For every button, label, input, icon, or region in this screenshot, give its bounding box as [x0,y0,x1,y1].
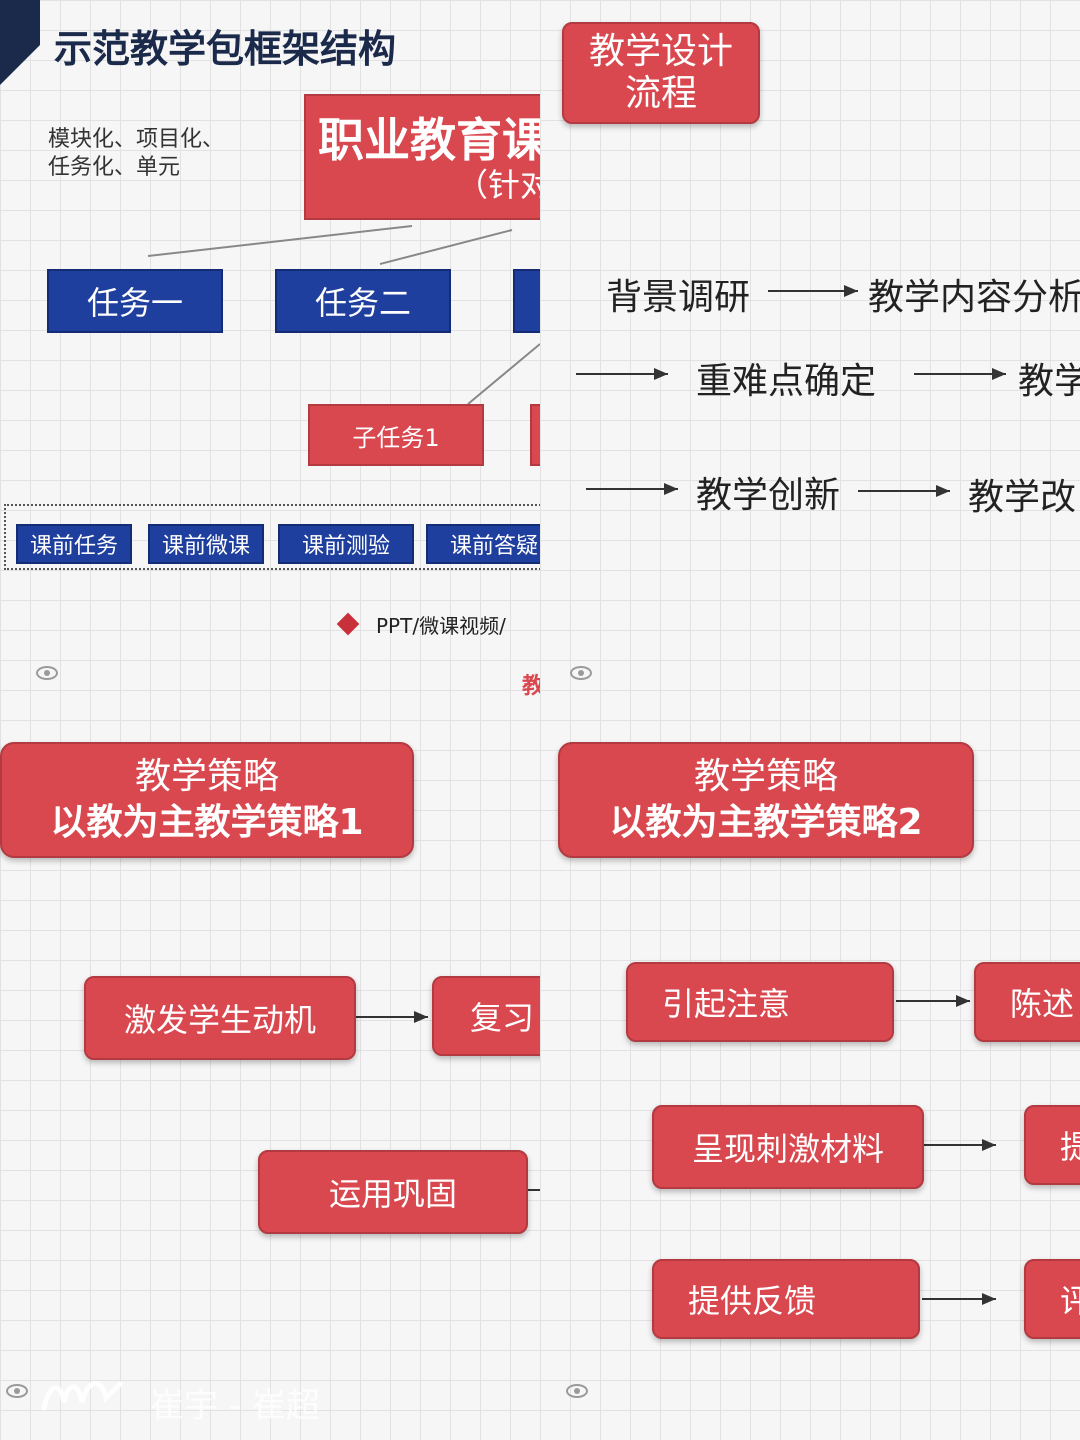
connector-line [467,343,540,405]
connector-line [379,229,513,265]
present-stimulus-box[interactable]: 呈现刺激材料 [652,1105,924,1189]
apply-consolidate-box[interactable]: 运用巩固 [258,1150,528,1234]
slide-view-icon[interactable] [570,666,592,680]
strategy-header-box: 教学策略 以教为主教学策略2 [558,742,974,858]
pre-class-task-box[interactable]: 课前任务 [16,524,132,564]
subtask-one-box[interactable]: 子任务1 [308,404,484,466]
strategy-arrows [896,995,996,1305]
footer-red-text: 教 [522,674,540,699]
subtask-two-box[interactable] [530,404,540,466]
task-three-box[interactable] [513,269,540,333]
step-background-research: 背景调研 [606,277,751,318]
motivate-students-box[interactable]: 激发学生动机 [84,976,356,1060]
pre-class-group: 课前任务 课前微课 课前测验 课前答疑 [4,504,540,570]
slide-strategy-1: 教学策略 以教为主教学策略1 激发学生动机 复习 运用巩固 崔宇 - 崔超 [0,720,540,1440]
strategy-header-line: 以教为主教学策略1 [50,802,364,843]
gain-attention-box[interactable]: 引起注意 [626,962,894,1042]
strategy-arrows [354,1011,540,1191]
slide-framework: 示范教学包框架结构 模块化、项目化、 任务化、单元 职业教育课 （针对 任务一 … [0,0,540,720]
flow-arrows [576,285,1006,497]
framework-connectors [0,0,540,405]
strategy-header-line: 以教为主教学策略2 [609,802,923,843]
side-note-line: 模块化、项目化、 [48,127,225,152]
resource-bullet-text: PPT/微课视频/ [376,614,506,638]
slide-view-icon[interactable] [6,1384,28,1398]
task-two-box[interactable]: 任务二 [275,269,451,333]
evaluate-box[interactable]: 评 [1024,1259,1080,1339]
design-flow-title-box: 教学设计 流程 [562,22,760,124]
state-objectives-box[interactable]: 陈述 [974,962,1080,1042]
review-box[interactable]: 复习 [432,976,540,1056]
slide-strategy-2: 教学策略 以教为主教学策略2 引起注意 陈述 呈现刺激材料 提 提供反馈 评 [540,720,1080,1440]
task-one-box[interactable]: 任务一 [47,269,223,333]
main-course-box: 职业教育课 （针对 [304,94,540,220]
main-course-subtitle: （针对 [456,166,540,204]
title-corner-decoration [0,0,40,85]
slide-design-flow: 教学设计 流程 背景调研 教学内容分析 重难点确定 教学 教学创新 教学改 [540,0,1080,720]
provide-feedback-box[interactable]: 提供反馈 [652,1259,920,1339]
connector-line [147,225,413,257]
main-course-title: 职业教育课 [318,113,540,167]
design-flow-title-line: 教学设计 [588,31,733,72]
page-title: 示范教学包框架结构 [54,27,397,71]
side-note-line: 任务化、单元 [48,155,181,180]
step-reform: 教学改 [968,477,1077,518]
slide-view-icon[interactable] [566,1384,588,1398]
design-flow-title-line: 流程 [624,73,697,114]
side-note: 模块化、项目化、 任务化、单元 [48,126,224,182]
pre-class-quiz-box[interactable]: 课前测验 [278,524,414,564]
pre-class-microlesson-box[interactable]: 课前微课 [148,524,264,564]
step-teaching: 教学 [1018,361,1080,402]
strategy-header-line: 教学策略 [693,756,838,797]
strategy-header-box: 教学策略 以教为主教学策略1 [0,742,414,858]
app-logo-icon [41,1381,123,1411]
watermark-text: 崔宇 - 崔超 [150,1386,320,1426]
strategy-header-line: 教学策略 [134,756,279,797]
pre-class-qa-box[interactable]: 课前答疑 [426,524,540,564]
provide-guidance-box[interactable]: 提 [1024,1105,1080,1185]
slide-view-icon[interactable] [36,666,58,680]
step-content-analysis: 教学内容分析 [868,277,1080,318]
step-innovation: 教学创新 [696,475,841,516]
step-key-points: 重难点确定 [696,361,877,402]
